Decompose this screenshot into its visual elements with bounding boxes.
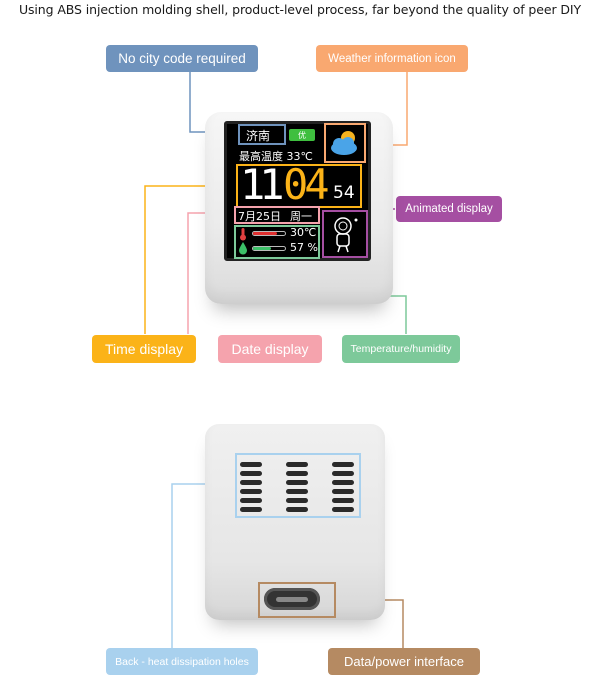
vent-slot xyxy=(286,480,308,485)
screen-second: 54 xyxy=(333,183,355,203)
vent-slot xyxy=(286,489,308,494)
screen-city: 济南 xyxy=(246,129,271,143)
label-time-display: Time display xyxy=(92,335,196,363)
vent-slot xyxy=(286,471,308,476)
vent-slot xyxy=(240,489,262,494)
label-heat-holes: Back - heat dissipation holes xyxy=(106,648,258,675)
vent-slot xyxy=(332,489,354,494)
headline: Using ABS injection molding shell, produ… xyxy=(18,2,582,17)
city-highlight xyxy=(238,124,286,145)
temperature-bar-fill xyxy=(253,232,277,235)
humidity-bar xyxy=(252,246,286,251)
screen-date: 7月25日 xyxy=(238,210,281,223)
vent-slot xyxy=(332,462,354,467)
label-data-power: Data/power interface xyxy=(328,648,480,675)
label-date-display: Date display xyxy=(218,335,322,363)
vent-slot xyxy=(240,507,262,512)
vent-slot xyxy=(332,471,354,476)
vent-slot xyxy=(332,507,354,512)
screen-max-temp: 最高温度 33℃ xyxy=(239,150,313,163)
vent-slot xyxy=(286,462,308,467)
animation-highlight xyxy=(322,210,368,258)
label-no-city-code: No city code required xyxy=(106,45,258,72)
humidity-bar-fill xyxy=(253,247,272,250)
screen-temperature: 30℃ xyxy=(290,226,317,239)
temperature-bar xyxy=(252,231,286,236)
air-quality-badge: 优 xyxy=(289,129,315,141)
usb-highlight xyxy=(258,582,336,618)
screen-weekday: 周一 xyxy=(290,210,312,223)
weather-icon-highlight xyxy=(324,123,366,163)
vent-slot xyxy=(240,498,262,503)
vent-slot xyxy=(286,507,308,512)
astronaut-icon xyxy=(334,217,358,253)
temp-humidity-highlight xyxy=(234,225,320,259)
screen-minute: 04 xyxy=(283,160,330,209)
label-animated-display: Animated display xyxy=(396,196,502,222)
screen-humidity: 57 % xyxy=(290,241,318,254)
date-highlight xyxy=(234,206,320,224)
vent-slot xyxy=(332,498,354,503)
cloud-sun-icon xyxy=(331,131,357,155)
vent-slot xyxy=(240,462,262,467)
screen-hour: 11 xyxy=(240,160,285,209)
usb-c-tongue xyxy=(276,597,308,602)
vent-slot xyxy=(286,498,308,503)
vent-slot xyxy=(332,480,354,485)
vent-slot xyxy=(240,480,262,485)
thermometer-icon xyxy=(240,228,246,241)
vent-highlight xyxy=(235,453,361,518)
vent-slot xyxy=(240,471,262,476)
label-weather-icon: Weather information icon xyxy=(316,45,468,72)
humidity-drop-icon xyxy=(239,242,247,255)
label-temp-humidity: Temperature/humidity xyxy=(342,335,460,363)
